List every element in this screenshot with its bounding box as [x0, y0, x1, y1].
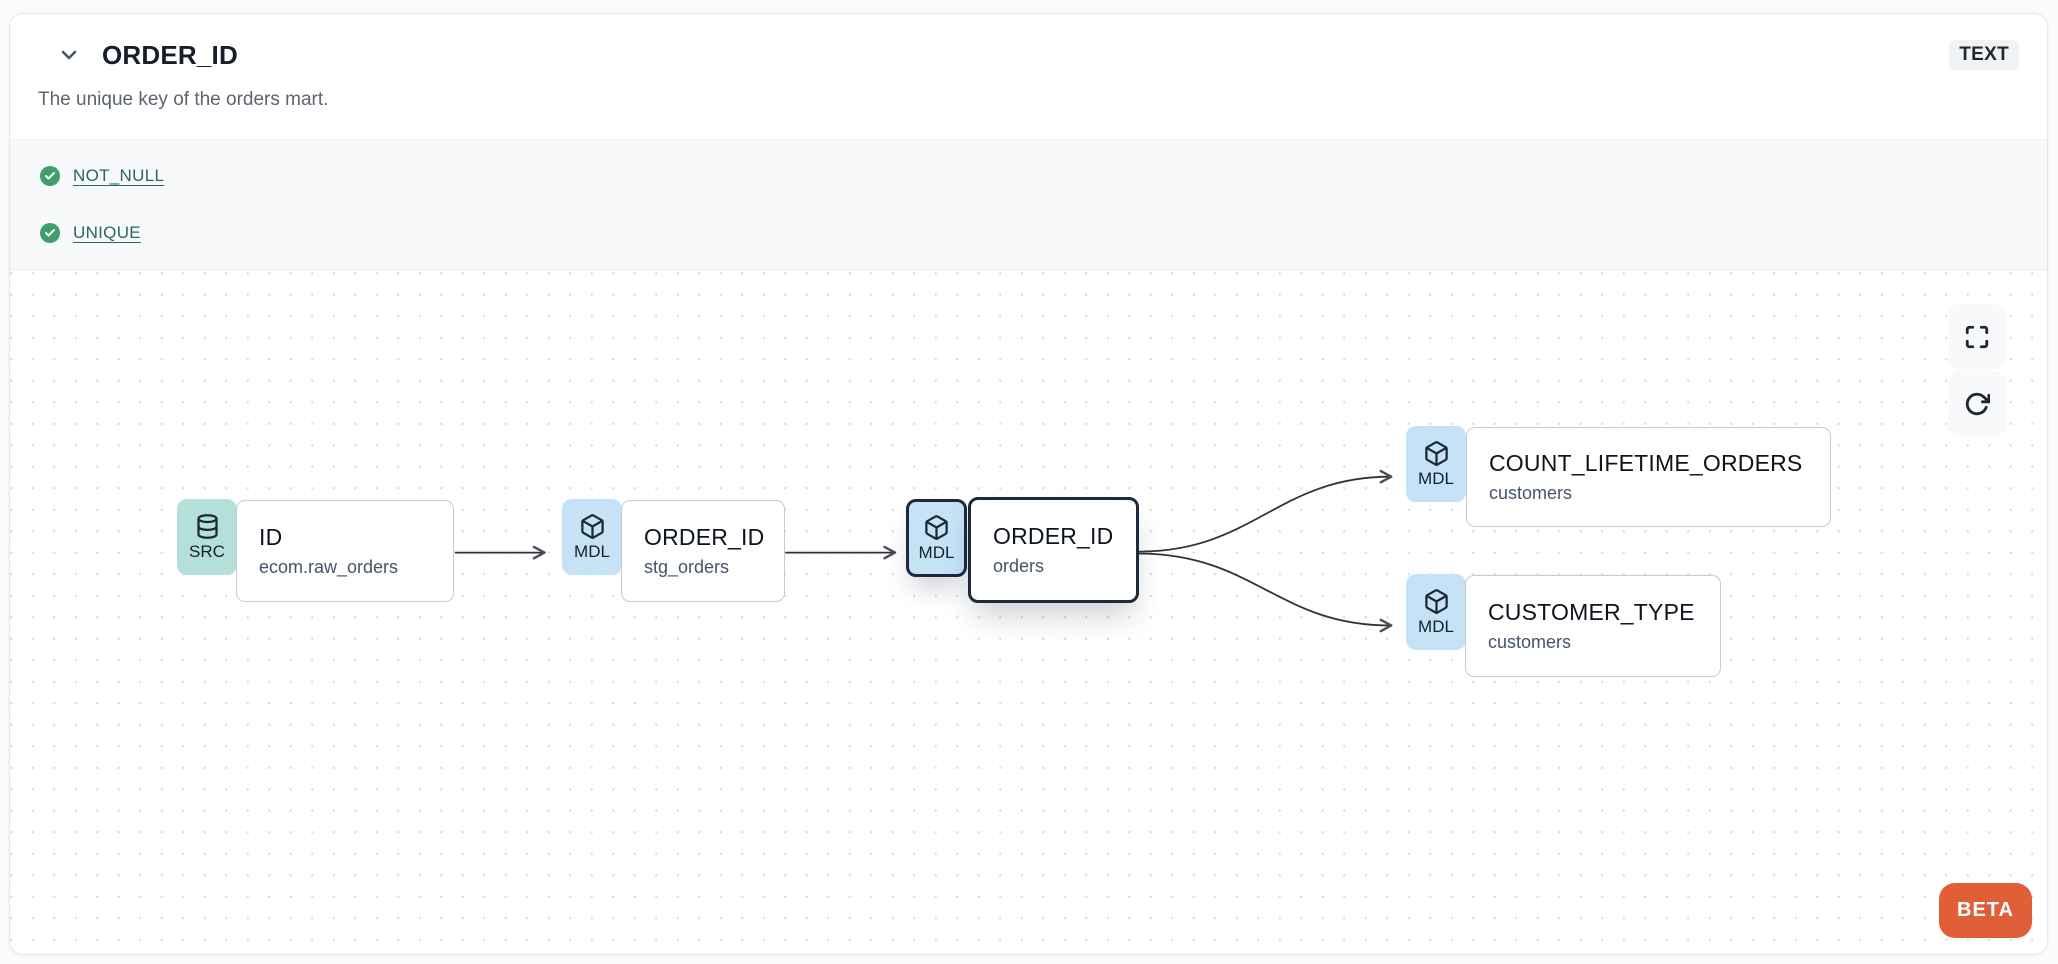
node-title: COUNT_LIFETIME_ORDERS: [1489, 450, 1803, 476]
lineage-canvas[interactable]: SRC ID ecom.raw_orders MDL ORDER_ID stg_…: [10, 269, 2047, 954]
cube-icon: [1423, 588, 1450, 615]
column-description: The unique key of the orders mart.: [38, 89, 329, 110]
node-subtitle: ecom.raw_orders: [259, 557, 399, 577]
chevron-down-icon: [57, 43, 81, 67]
test-link-not-null[interactable]: NOT_NULL: [73, 166, 165, 185]
panel-header: ORDER_ID TEXT The unique key of the orde…: [10, 14, 2047, 139]
node-badge-label: MDL: [1418, 616, 1454, 636]
node-card: ORDER_ID orders: [968, 497, 1139, 603]
model-badge: MDL: [1406, 574, 1466, 650]
refresh-icon: [1964, 391, 1990, 417]
node-title: CUSTOMER_TYPE: [1488, 599, 1695, 625]
test-row: NOT_NULL: [40, 163, 2019, 189]
node-badge-label: SRC: [189, 541, 225, 561]
model-badge: MDL: [906, 499, 967, 577]
node-title: ID: [259, 524, 283, 550]
node-badge-label: MDL: [918, 542, 955, 562]
cube-icon: [923, 514, 950, 541]
node-title: ORDER_ID: [644, 524, 765, 550]
node-subtitle: stg_orders: [644, 557, 730, 577]
cube-icon: [1423, 440, 1450, 467]
database-icon: [194, 513, 221, 540]
collapse-button[interactable]: [52, 38, 86, 72]
node-title: ORDER_ID: [993, 523, 1114, 549]
tests-section: NOT_NULL UNIQUE: [10, 139, 2047, 269]
refresh-button[interactable]: [1948, 371, 2006, 437]
beta-badge: BETA: [1939, 883, 2032, 938]
model-badge: MDL: [562, 499, 622, 575]
check-circle-icon: [40, 223, 60, 243]
column-details-panel: ORDER_ID TEXT The unique key of the orde…: [9, 13, 2048, 955]
node-badge-label: MDL: [574, 541, 610, 561]
node-card: ORDER_ID stg_orders: [621, 500, 785, 602]
fullscreen-icon: [1964, 324, 1990, 350]
fullscreen-button[interactable]: [1948, 304, 2006, 370]
node-badge-label: MDL: [1418, 468, 1454, 488]
node-card: COUNT_LIFETIME_ORDERS customers: [1466, 427, 1831, 527]
node-card: ID ecom.raw_orders: [236, 500, 454, 602]
source-badge: SRC: [177, 499, 237, 575]
cube-icon: [579, 513, 606, 540]
node-subtitle: customers: [1489, 483, 1573, 503]
lineage-edges: [454, 469, 1393, 633]
test-link-unique[interactable]: UNIQUE: [73, 223, 141, 242]
page-title: ORDER_ID: [102, 39, 238, 70]
test-row: UNIQUE: [40, 220, 2019, 246]
node-subtitle: customers: [1488, 632, 1572, 652]
column-type-badge: TEXT: [1949, 40, 2019, 70]
model-badge: MDL: [1406, 426, 1466, 502]
node-card: CUSTOMER_TYPE customers: [1465, 575, 1721, 677]
node-subtitle: orders: [993, 556, 1045, 576]
check-circle-icon: [40, 166, 60, 186]
